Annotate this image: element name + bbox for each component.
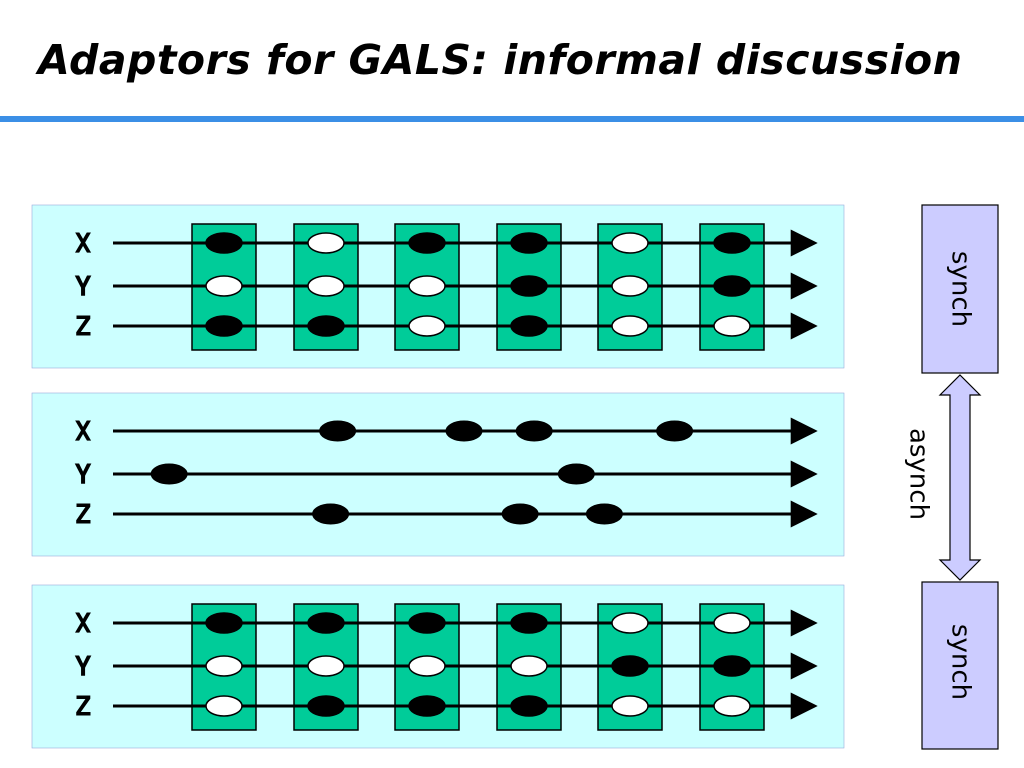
token-empty bbox=[205, 655, 243, 677]
token-filled bbox=[510, 612, 548, 634]
token-filled bbox=[713, 275, 751, 297]
token-filled bbox=[713, 655, 751, 677]
token-filled bbox=[510, 695, 548, 717]
asynch-label: asynch bbox=[904, 428, 934, 520]
signal-label-z: Z bbox=[75, 498, 92, 531]
token-empty bbox=[510, 655, 548, 677]
synch-label-top: synch bbox=[946, 251, 976, 327]
async-event bbox=[319, 420, 357, 442]
token-empty bbox=[408, 655, 446, 677]
token-filled bbox=[205, 232, 243, 254]
async-event bbox=[557, 463, 595, 485]
signal-label-y: Y bbox=[75, 650, 92, 683]
token-empty bbox=[307, 232, 345, 254]
synch-box-top bbox=[921, 204, 999, 374]
async-event bbox=[585, 503, 623, 525]
token-empty bbox=[307, 655, 345, 677]
token-empty bbox=[611, 315, 649, 337]
async-event bbox=[656, 420, 694, 442]
token-filled bbox=[408, 232, 446, 254]
token-filled bbox=[510, 315, 548, 337]
token-filled bbox=[307, 315, 345, 337]
synch-box-bottom bbox=[921, 581, 999, 750]
token-filled bbox=[408, 612, 446, 634]
title-underline bbox=[0, 116, 1024, 122]
token-filled bbox=[205, 315, 243, 337]
token-filled bbox=[510, 275, 548, 297]
panel-asynch-middle: XYZ bbox=[31, 392, 845, 557]
signal-label-y: Y bbox=[75, 458, 92, 491]
token-empty bbox=[611, 695, 649, 717]
synch-label-bottom: synch bbox=[946, 624, 976, 700]
token-empty bbox=[713, 315, 751, 337]
token-empty bbox=[611, 612, 649, 634]
async-event bbox=[501, 503, 539, 525]
token-filled bbox=[408, 695, 446, 717]
token-empty bbox=[205, 275, 243, 297]
async-event bbox=[312, 503, 350, 525]
token-filled bbox=[307, 695, 345, 717]
token-empty bbox=[611, 275, 649, 297]
token-filled bbox=[611, 655, 649, 677]
async-event bbox=[515, 420, 553, 442]
panel-synch-bottom: XYZ bbox=[31, 584, 845, 749]
token-empty bbox=[408, 275, 446, 297]
token-filled bbox=[510, 232, 548, 254]
token-empty bbox=[713, 695, 751, 717]
token-empty bbox=[408, 315, 446, 337]
signal-label-x: X bbox=[75, 415, 92, 448]
token-empty bbox=[205, 695, 243, 717]
signal-label-y: Y bbox=[75, 270, 92, 303]
signal-label-x: X bbox=[75, 227, 92, 260]
token-filled bbox=[713, 232, 751, 254]
signal-label-x: X bbox=[75, 607, 92, 640]
token-filled bbox=[205, 612, 243, 634]
async-event bbox=[150, 463, 188, 485]
signal-label-z: Z bbox=[75, 310, 92, 343]
token-empty bbox=[713, 612, 751, 634]
async-event bbox=[445, 420, 483, 442]
token-filled bbox=[307, 612, 345, 634]
token-empty bbox=[611, 232, 649, 254]
asynch-double-arrow bbox=[938, 374, 982, 581]
panel-synch-top: XYZ bbox=[31, 204, 845, 369]
token-empty bbox=[307, 275, 345, 297]
signal-label-z: Z bbox=[75, 690, 92, 723]
slide-title: Adaptors for GALS: informal discussion bbox=[38, 36, 963, 84]
